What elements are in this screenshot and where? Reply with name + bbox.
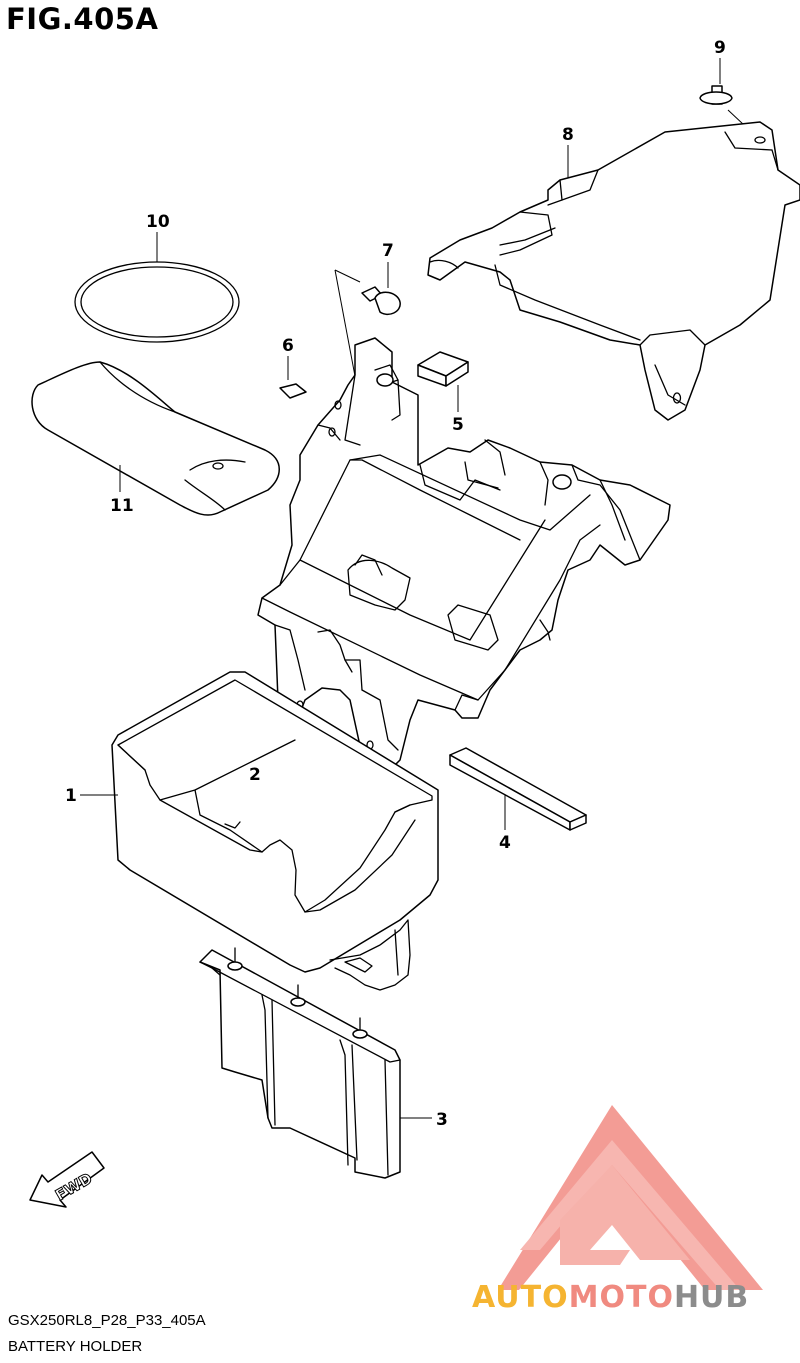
footer-name: BATTERY HOLDER: [8, 1338, 143, 1355]
watermark-auto: AUTO: [472, 1280, 569, 1315]
part-6-pad: [279, 356, 307, 399]
part-3-plate: [199, 947, 432, 1179]
callout-7: 7: [382, 241, 394, 261]
callout-3: 3: [436, 1110, 448, 1130]
battery-holder-frame: [257, 337, 671, 771]
watermark-wordmark: AUTOMOTOHUB: [472, 1280, 749, 1315]
part-1-battery-case: [80, 671, 439, 991]
callout-5: 5: [452, 415, 464, 435]
footer-code: GSX250RL8_P28_P33_405A: [8, 1312, 206, 1329]
part-10-band: [74, 232, 240, 343]
callout-10: 10: [146, 212, 170, 232]
part-7-bolt: [334, 262, 401, 446]
part-11-pad: [31, 361, 280, 516]
callout-6: 6: [282, 336, 294, 356]
callout-11: 11: [110, 496, 134, 516]
part-5-cushion: [417, 351, 469, 412]
watermark-logo-icon: [498, 1105, 763, 1290]
watermark-hub: HUB: [673, 1280, 750, 1315]
part-8-bracket: [427, 121, 800, 421]
stud-icon: [227, 947, 368, 1039]
callout-9: 9: [714, 38, 726, 58]
figure-title: FIG.405A: [6, 2, 159, 36]
callout-4: 4: [499, 833, 511, 853]
fwd-arrow-icon: FWD: [29, 1151, 105, 1208]
callout-1: 1: [65, 786, 77, 806]
callout-2: 2: [249, 765, 261, 785]
watermark-moto: MOTO: [568, 1280, 674, 1315]
callout-8: 8: [562, 125, 574, 145]
part-4-strip: [449, 747, 587, 831]
